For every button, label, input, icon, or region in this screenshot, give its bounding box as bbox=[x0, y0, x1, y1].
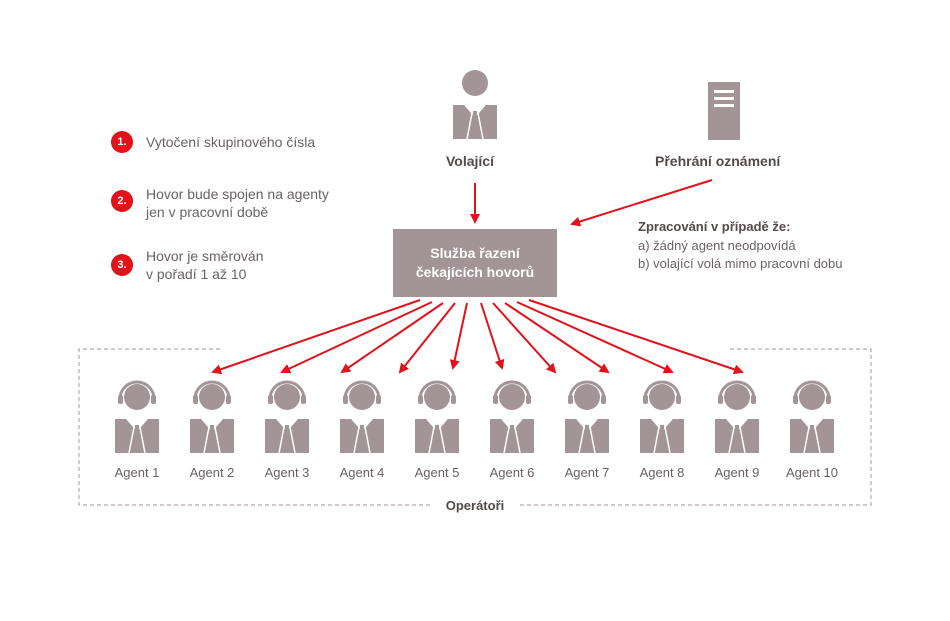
announcement-label: Přehrání oznámení bbox=[655, 153, 781, 169]
agent-label-1: Agent 1 bbox=[114, 465, 160, 480]
step-text: Hovor bude spojen na agenty jen v pracov… bbox=[146, 186, 329, 220]
headset-agent-icon bbox=[488, 380, 536, 455]
agent-figures bbox=[113, 380, 836, 455]
step-text: Vytočení skupinového čísla bbox=[146, 134, 316, 150]
server-icon bbox=[708, 82, 740, 140]
headset-agent-icon bbox=[788, 380, 836, 455]
agent-label-4: Agent 4 bbox=[339, 465, 385, 480]
caller-person-icon bbox=[452, 69, 498, 140]
headset-agent-icon bbox=[563, 380, 611, 455]
step-number: 2. bbox=[111, 190, 133, 212]
processing-item-b: b) volající volá mimo pracovní dobu bbox=[638, 256, 843, 271]
headset-agent-icon bbox=[638, 380, 686, 455]
agent-label-7: Agent 7 bbox=[564, 465, 610, 480]
operators-label-text: Operátoři bbox=[437, 498, 513, 513]
agent-label-10: Agent 10 bbox=[785, 465, 839, 480]
headset-agent-icon bbox=[263, 380, 311, 455]
headset-agent-icon bbox=[338, 380, 386, 455]
caller-label: Volající bbox=[446, 153, 494, 169]
headset-agent-icon bbox=[113, 380, 161, 455]
queue-to-agent-arrows bbox=[211, 299, 744, 375]
step-number: 3. bbox=[111, 254, 133, 276]
processing-title: Zpracování v případě že: bbox=[638, 219, 791, 234]
agent-label-9: Agent 9 bbox=[714, 465, 760, 480]
agent-label-3: Agent 3 bbox=[264, 465, 310, 480]
step-text: Hovor je směrován v pořadí 1 až 10 bbox=[146, 248, 264, 282]
operators-label: Operátoři bbox=[0, 498, 950, 513]
headset-agent-icon bbox=[188, 380, 236, 455]
agent-label-5: Agent 5 bbox=[414, 465, 460, 480]
headset-agent-icon bbox=[713, 380, 761, 455]
queue-service-box: Služba řazení čekajících hovorů bbox=[393, 229, 557, 297]
agent-label-6: Agent 6 bbox=[489, 465, 535, 480]
headset-agent-icon bbox=[413, 380, 461, 455]
agent-label-8: Agent 8 bbox=[639, 465, 685, 480]
operators-frame bbox=[78, 348, 872, 506]
step-number: 1. bbox=[111, 131, 133, 153]
processing-item-a: a) žádný agent neodpovídá bbox=[638, 238, 796, 253]
arrow-announcement-to-queue bbox=[570, 179, 713, 227]
agent-label-2: Agent 2 bbox=[189, 465, 235, 480]
